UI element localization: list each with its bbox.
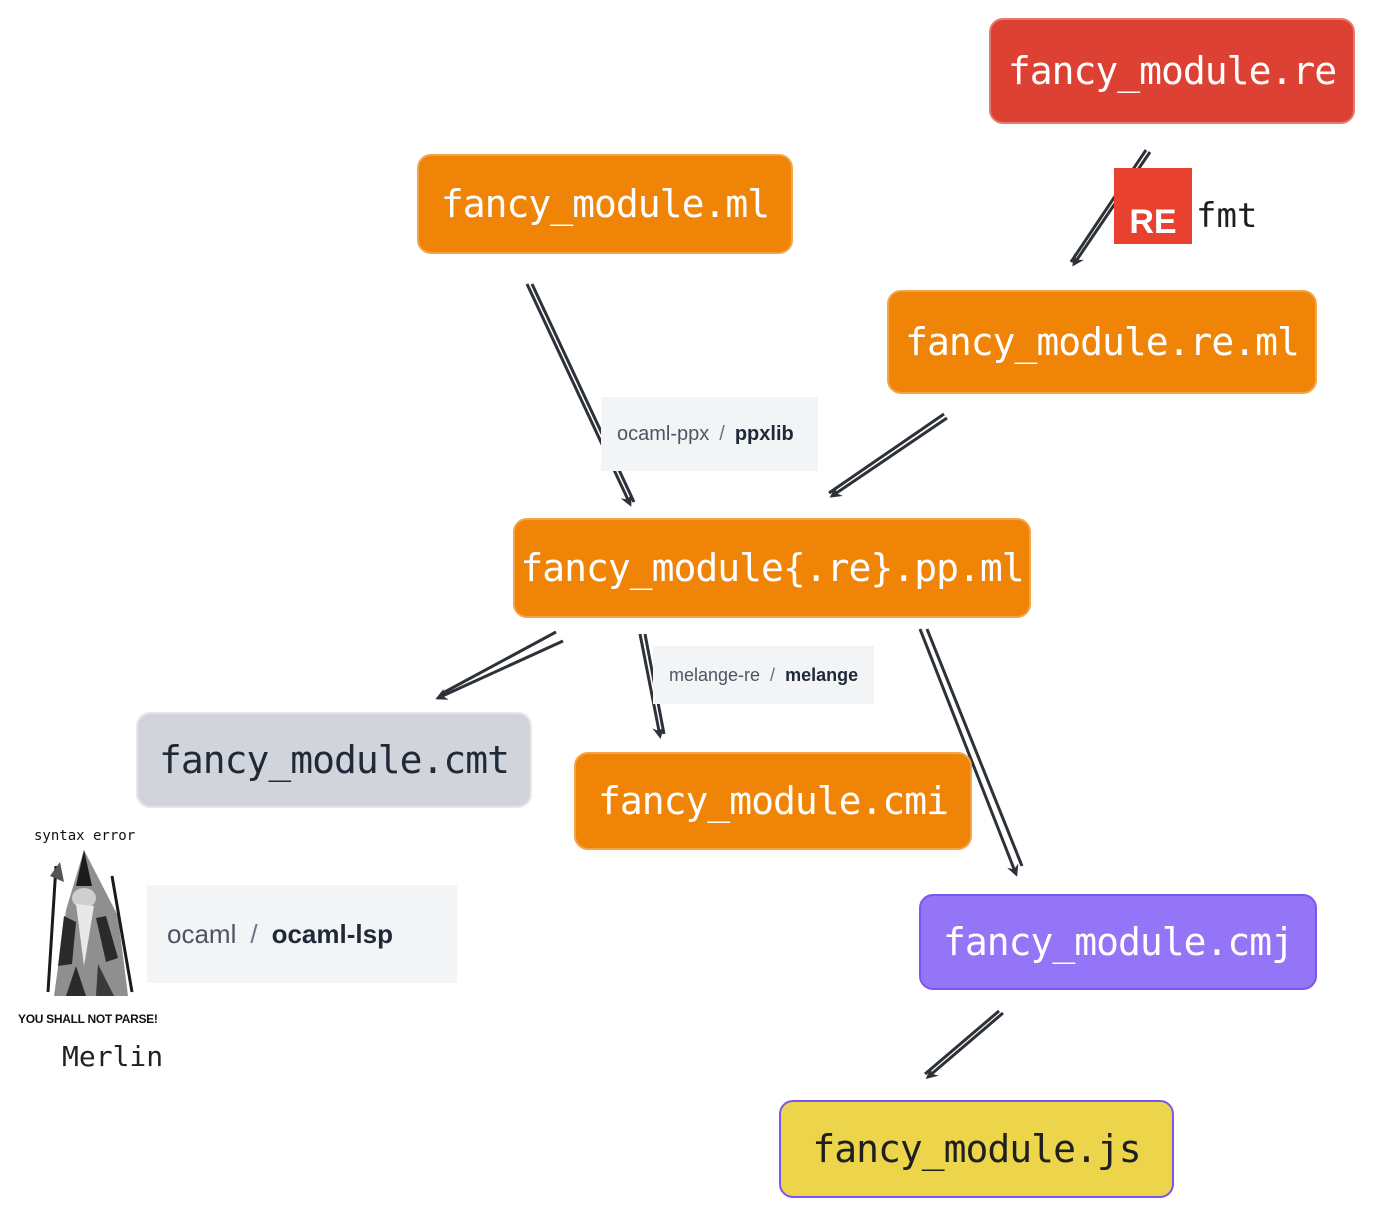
node-js-label: fancy_module.js: [812, 1127, 1141, 1171]
node-preprocessed-label: fancy_module{.re}.pp.ml: [520, 546, 1024, 590]
node-ocaml-source: fancy_module.ml: [417, 154, 793, 254]
tag-ppx-left: ocaml-ppx: [617, 422, 710, 445]
node-js: fancy_module.js: [779, 1100, 1174, 1198]
arrow-ml-to-ppml: [525, 283, 632, 507]
arrow-ppml-to-cmi: [638, 633, 665, 739]
tag-lsp: ocaml / ocaml-lsp: [147, 885, 457, 983]
tag-lsp-sep: /: [250, 918, 258, 949]
node-cmj-label: fancy_module.cmj: [942, 920, 1294, 964]
node-cmt: fancy_module.cmt: [136, 712, 532, 808]
node-reason-source: fancy_module.re: [989, 18, 1355, 124]
wizard-icon: [46, 850, 134, 996]
node-reason-ml-label: fancy_module.re.ml: [905, 320, 1300, 364]
tag-melange-left: melange-re: [669, 664, 761, 685]
node-reason-ml: fancy_module.re.ml: [887, 290, 1317, 394]
node-cmi-label: fancy_module.cmi: [597, 779, 949, 823]
node-cmi: fancy_module.cmi: [574, 752, 972, 850]
tag-melange-right: melange: [785, 664, 859, 685]
tag-melange: melange-re / melange: [653, 646, 875, 704]
merlin-motto: YOU SHALL NOT PARSE!: [18, 1012, 158, 1026]
tag-ppx-sep: /: [719, 422, 725, 445]
tag-melange-sep: /: [770, 664, 776, 685]
node-reason-source-label: fancy_module.re: [1007, 49, 1337, 93]
arrow-ppml-to-cmj: [918, 628, 1019, 877]
node-cmt-label: fancy_module.cmt: [158, 738, 510, 782]
refmt-logo-text: RE: [1129, 203, 1177, 241]
arrow-ppml-to-cmt: [435, 639, 564, 700]
merlin-name: Merlin: [62, 1040, 164, 1073]
node-ocaml-source-label: fancy_module.ml: [440, 182, 770, 226]
tag-lsp-left: ocaml: [167, 918, 237, 949]
refmt-label: fmt: [1196, 196, 1258, 236]
arrow-cmj-to-js: [925, 1011, 1004, 1079]
tag-ppx: ocaml-ppx / ppxlib: [601, 397, 818, 471]
refmt-logo: RE: [1114, 168, 1192, 244]
tag-ppx-right: ppxlib: [734, 422, 794, 445]
tag-lsp-right: ocaml-lsp: [271, 918, 393, 949]
merlin-caption: syntax error: [34, 828, 136, 844]
node-cmj: fancy_module.cmj: [919, 894, 1317, 990]
arrow-reml-to-ppml: [829, 416, 948, 498]
node-preprocessed: fancy_module{.re}.pp.ml: [513, 518, 1031, 618]
